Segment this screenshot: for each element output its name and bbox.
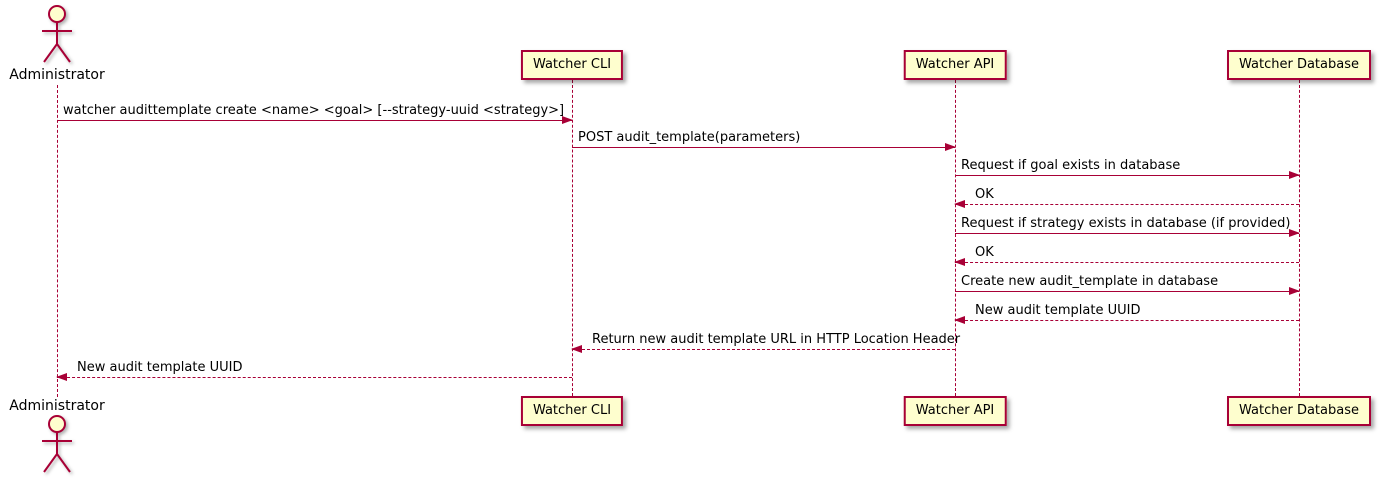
lifeline-watcher-database <box>1299 80 1300 396</box>
participant-watcher-cli-top: Watcher CLI <box>520 50 624 80</box>
message-7-arrow <box>955 287 1300 295</box>
message-1: watcher audittemplate create <name> <goa… <box>57 103 573 124</box>
message-2: POST audit_template(parameters) <box>572 130 956 151</box>
participant-watcher-database-top: Watcher Database <box>1227 50 1371 80</box>
message-7-label: Create new audit_template in database <box>961 274 1219 289</box>
message-1-label: watcher audittemplate create <name> <goa… <box>63 103 565 118</box>
participant-watcher-database-bottom: Watcher Database <box>1227 396 1371 426</box>
arrowhead-left-icon <box>56 373 67 381</box>
lifeline-administrator <box>57 85 58 397</box>
message-9-label: Return new audit template URL in HTTP Lo… <box>592 332 961 347</box>
actor-icon <box>42 5 72 63</box>
message-5-arrow <box>955 229 1300 237</box>
message-2-label: POST audit_template(parameters) <box>578 130 801 145</box>
actor-label-administrator-top: Administrator <box>9 67 105 83</box>
message-6: OK <box>954 245 1299 266</box>
arrowhead-left-icon <box>954 316 965 324</box>
lifeline-watcher-api <box>955 80 956 396</box>
message-10: New audit template UUID <box>56 360 572 381</box>
message-5-label: Request if strategy exists in database (… <box>961 216 1291 231</box>
arrowhead-right-icon <box>1289 229 1300 237</box>
message-9: Return new audit template URL in HTTP Lo… <box>571 332 961 353</box>
message-10-arrow <box>56 373 572 381</box>
message-4-arrow <box>954 200 1299 208</box>
participant-watcher-api-top: Watcher API <box>903 50 1007 80</box>
message-7: Create new audit_template in database <box>955 274 1300 295</box>
message-3-arrow <box>955 171 1300 179</box>
message-1-arrow <box>57 116 573 124</box>
arrowhead-left-icon <box>954 200 965 208</box>
message-3: Request if goal exists in database <box>955 158 1300 179</box>
message-8: New audit template UUID <box>954 303 1299 324</box>
message-3-label: Request if goal exists in database <box>961 158 1181 173</box>
arrowhead-right-icon <box>1289 287 1300 295</box>
arrowhead-left-icon <box>571 345 582 353</box>
message-2-arrow <box>572 143 956 151</box>
message-9-arrow <box>571 345 955 353</box>
lifeline-watcher-cli <box>572 80 573 396</box>
message-4: OK <box>954 187 1299 208</box>
participant-watcher-cli-bottom: Watcher CLI <box>520 396 624 426</box>
message-4-label: OK <box>975 187 994 202</box>
participant-watcher-api-bottom: Watcher API <box>903 396 1007 426</box>
message-8-arrow <box>954 316 1299 324</box>
arrowhead-right-icon <box>1289 171 1300 179</box>
arrowhead-left-icon <box>954 258 965 266</box>
message-6-label: OK <box>975 245 994 260</box>
message-8-label: New audit template UUID <box>975 303 1141 318</box>
message-6-arrow <box>954 258 1299 266</box>
actor-label-administrator-bottom: Administrator <box>9 398 105 414</box>
message-10-label: New audit template UUID <box>77 360 243 375</box>
message-5: Request if strategy exists in database (… <box>955 216 1300 237</box>
arrowhead-right-icon <box>562 116 573 124</box>
actor-icon <box>42 415 72 473</box>
arrowhead-right-icon <box>945 143 956 151</box>
